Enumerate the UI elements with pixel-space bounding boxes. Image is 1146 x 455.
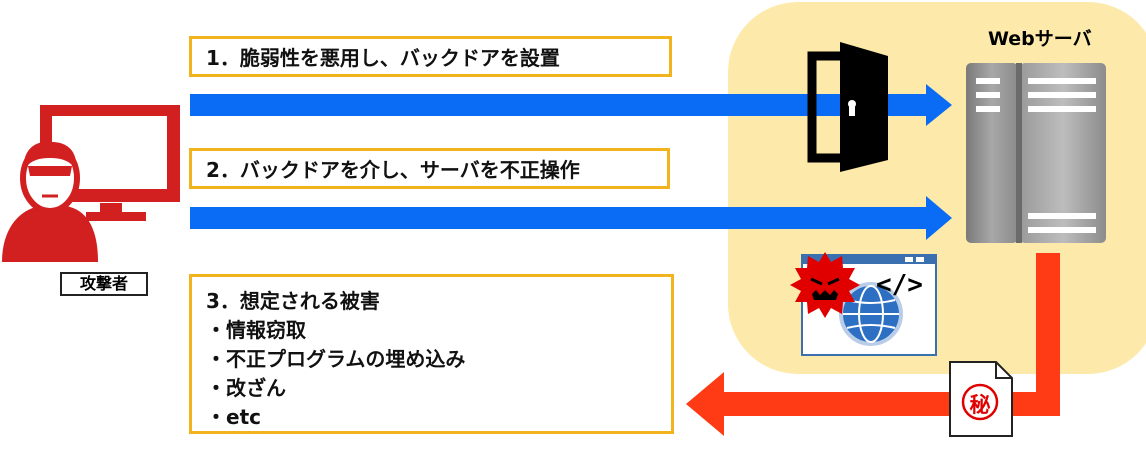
step-2-box: 2．バックドアを介し、サーバを不正操作 — [189, 148, 670, 189]
damages-box: 3．想定される被害 ・情報窃取 ・不正プログラムの埋め込み ・改ざん ・etc — [189, 274, 674, 434]
step-1-text: 1．脆弱性を悪用し、バックドアを設置 — [206, 46, 560, 70]
damages-title: 3．想定される被害 — [206, 289, 380, 313]
malware-icon — [790, 252, 860, 318]
step-2-text: 2．バックドアを介し、サーバを不正操作 — [206, 158, 580, 182]
damage-item: ・改ざん — [206, 376, 286, 400]
damage-item: ・不正プログラムの埋め込み — [206, 347, 466, 371]
attacker-person — [2, 141, 98, 262]
code-tag: </> — [876, 270, 923, 300]
step-1-box: 1．脆弱性を悪用し、バックドアを設置 — [189, 36, 672, 77]
attacker-label: 攻撃者 — [60, 272, 148, 296]
secret-mark: 秘 — [969, 393, 991, 417]
damage-item: ・etc — [206, 405, 261, 429]
damage-item: ・情報窃取 — [206, 318, 306, 342]
server-title: Webサーバ — [988, 28, 1092, 50]
globe-icon — [839, 282, 903, 346]
